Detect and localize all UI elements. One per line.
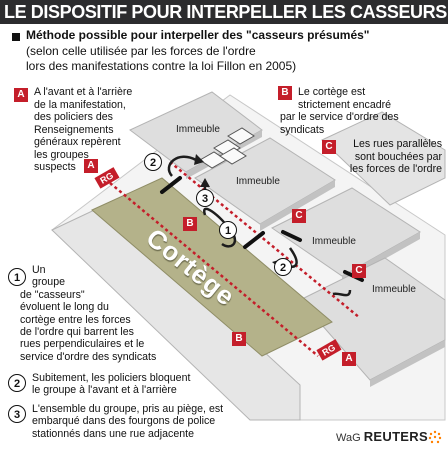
police-van-icon [199,127,255,169]
arrow-step-2-top [167,155,197,177]
title-bar [0,0,448,24]
map-badge-c-center: C [292,209,306,223]
reuters-logo-text: REUTERS [363,429,428,444]
legend-step-2: 2 [8,374,26,392]
bullet-square-icon [12,33,20,41]
map-badge-a-bottom: A [342,352,356,366]
map-badge-c-right: C [352,264,366,278]
subtitle-line-2: lors des manifestations contre la loi Fi… [26,59,297,73]
arrow-head-icon [194,154,204,165]
legend-badge-b: B [278,86,292,100]
service-ordre-line-right [169,161,361,319]
arrow-head-icon [200,178,210,187]
map-step-2-top: 2 [144,153,162,171]
subtitle-heading: Méthode possible pour interpeller des "c… [26,28,370,42]
barrier-bar [160,176,182,194]
barrier-bar [281,230,302,242]
barrier-bar [243,231,265,249]
legend-badge-c: C [322,140,336,154]
building-label-4: Immeuble [372,284,416,295]
map-step-3: 3 [196,189,214,207]
subtitle-line-1: (selon celle utilisée par les forces de … [26,44,256,58]
map-badge-b-bottom: B [232,332,246,346]
legend-step-3: 3 [8,405,26,423]
map-badge-a-top: A [84,159,98,173]
legend-step-1: 1 [8,268,26,286]
building-label-3: Immeuble [312,236,356,247]
reuters-dots-icon [428,430,442,444]
building-bottom-right [299,257,446,387]
map-badge-b-top: B [183,217,197,231]
building-label-2: Immeuble [236,176,280,187]
arrow-step-c [332,289,352,297]
page-title: LE DISPOSITIF POUR INTERPELLER LES CASSE… [4,2,447,22]
step-3-text: L'ensemble du groupe, pris au piège, est… [32,403,224,440]
credit: WaG REUTERS [336,429,428,444]
building-label-1: Immeuble [176,124,220,135]
map-step-2-right: 2 [274,258,292,276]
credit-prefix: WaG [336,432,361,444]
step-1-text: Un groupe de "casseurs" évoluent le long… [20,264,157,363]
map-step-1: 1 [219,221,237,239]
building-right-far [321,111,446,206]
legend-badge-a: A [14,88,28,102]
